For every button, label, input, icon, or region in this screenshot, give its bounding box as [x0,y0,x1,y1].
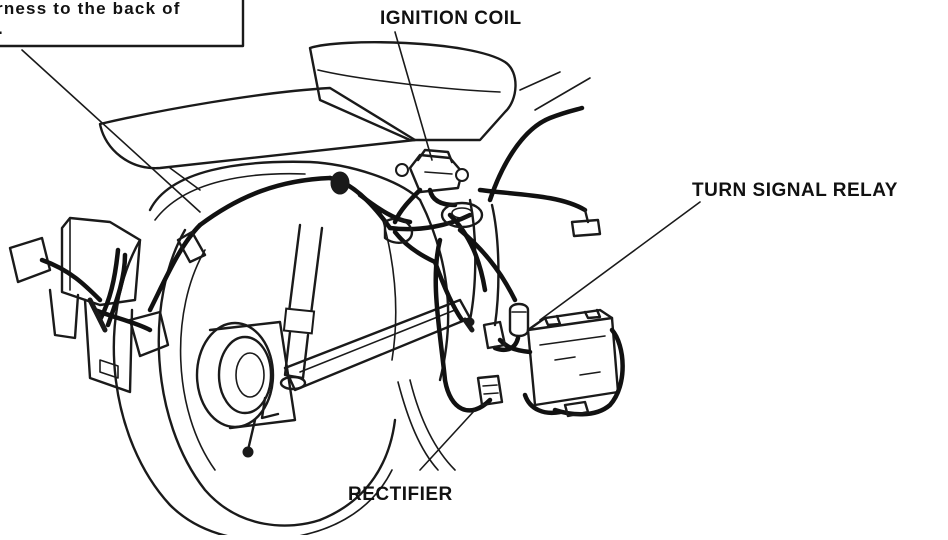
ignition-coil-label: IGNITION COIL [380,8,522,29]
harness-clamp-icon [330,171,350,195]
axle-nut-icon [242,446,254,458]
leader-lines [394,31,701,471]
wire-harness [147,171,473,313]
rectifier-leader [419,409,476,471]
shock-absorber [279,223,324,391]
rear-hub [195,320,297,458]
seat [98,41,591,191]
note-leader-line [21,49,201,213]
note-box: rness to the back of . [0,0,245,213]
plug-cap-icon [570,218,602,238]
note-text-line2: . [0,19,4,38]
turn-signal-relay-leader [539,201,701,321]
battery [482,308,625,418]
right-turn-signal [128,310,170,358]
note-text-line1: rness to the back of [0,0,181,18]
left-turn-signal [8,236,52,284]
frame-and-wiring [432,198,518,413]
ignition-coil-leader [394,31,433,161]
spark-plug-lead [477,105,602,238]
rectifier-label: RECTIFIER [348,484,453,505]
taillight-assembly [8,216,170,394]
turn-signal-relay-label: TURN SIGNAL RELAY [692,180,898,201]
ignition-coil [392,148,469,225]
rectifier [476,374,504,407]
